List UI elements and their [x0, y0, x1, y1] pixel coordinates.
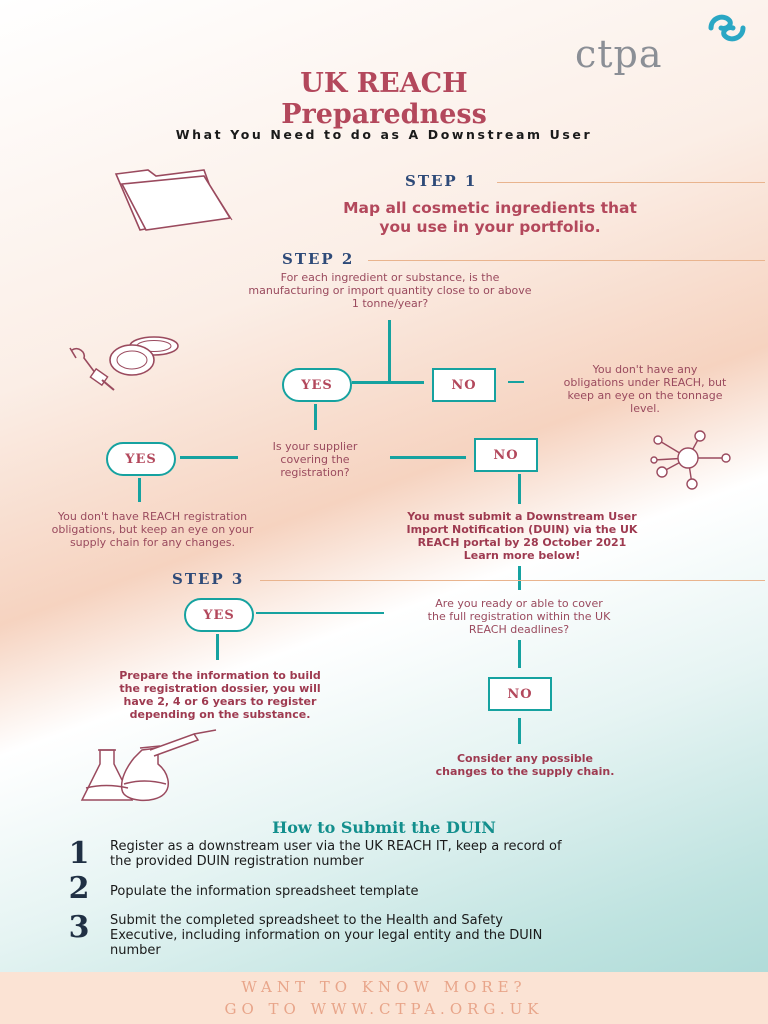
- step3-yes-connector: [256, 612, 384, 614]
- footer: WANT TO KNOW MORE? GO TO WWW.CTPA.ORG.UK: [0, 972, 768, 1024]
- supplier-yes-result-line-3: supply chain for any changes.: [69, 536, 236, 549]
- ctpa-logo-swirl: [708, 14, 746, 42]
- step3-question-line-1: Are you ready or able to cover: [435, 597, 603, 610]
- step3-yes-down: [216, 634, 219, 660]
- step2-yes-node: YES: [282, 368, 352, 402]
- step1-text-line-1: Map all cosmetic ingredients that: [343, 199, 637, 217]
- molecule-icon: [650, 430, 731, 490]
- duin-step-1-text: Register as a downstream user via the UK…: [110, 839, 760, 869]
- supplier-yes-result-line-2: obligations, but keep an eye on your: [51, 523, 254, 536]
- duin-step-2-number: 2: [68, 871, 90, 906]
- footer-link[interactable]: GO TO WWW.CTPA.ORG.UK: [224, 1000, 544, 1018]
- step2-no-result: You don't have any obligations under REA…: [530, 363, 760, 415]
- step3-no-result-line-1: Consider any possible: [456, 752, 594, 765]
- duin-step-3-line-1: Submit the completed spreadsheet to the …: [110, 913, 504, 928]
- step3-yes-result-line-4: depending on the substance.: [129, 708, 311, 721]
- supplier-yes-result-line-1: You don't have REACH registration: [57, 510, 248, 523]
- folder-icon: [114, 169, 233, 231]
- supplier-no-result-line-1: You must submit a Downstream User: [407, 510, 637, 523]
- step2-question-line-2: manufacturing or import quantity close t…: [248, 284, 532, 297]
- duin-step-3-line-2: Executive, including information on your…: [110, 928, 543, 943]
- supplier-yes-down: [138, 478, 141, 502]
- step3-no-node: NO: [488, 677, 552, 711]
- step2-connector-down: [388, 320, 391, 382]
- step3-question: Are you ready or able to cover the full …: [384, 597, 654, 636]
- supplier-question-line-3: registration?: [280, 466, 350, 479]
- page-title: UK REACH Preparedness: [0, 68, 768, 130]
- supplier-no-result-line-3: REACH portal by 28 October 2021: [417, 536, 627, 549]
- step2-question-line-1: For each ingredient or substance, is the: [280, 271, 500, 284]
- step2-no-node: NO: [432, 368, 496, 402]
- duin-step-3-number: 3: [68, 910, 90, 945]
- compact-powder-icon: [109, 336, 179, 376]
- step2-question-line-3: 1 tonne/year?: [351, 297, 429, 310]
- step1-text-line-2: you use in your portfolio.: [379, 218, 601, 236]
- page-subtitle: What You Need to do as A Downstream User: [175, 127, 593, 142]
- supplier-question-line-1: Is your supplier: [272, 440, 358, 453]
- step2-label: STEP 2: [282, 250, 355, 268]
- supplier-no-result: You must submit a Downstream User Import…: [362, 510, 682, 562]
- title-line-1: UK REACH: [300, 68, 468, 99]
- footer-line-1: WANT TO KNOW MORE?: [241, 978, 527, 996]
- duin-step-2-text: Populate the information spreadsheet tem…: [110, 884, 760, 899]
- step3-no-result-line-2: changes to the supply chain.: [435, 765, 615, 778]
- step3-no-down: [518, 718, 521, 744]
- step2-no-result-line-2: obligations under REACH, but: [563, 376, 727, 389]
- supplier-no-connector: [390, 456, 466, 459]
- supplier-no-result-line-2: Import Notification (DUIN) via the UK: [406, 523, 638, 536]
- step2-divider: [368, 260, 765, 261]
- step3-yes-result-line-1: Prepare the information to build: [119, 669, 321, 682]
- supplier-no-down: [518, 474, 521, 504]
- step2-question: For each ingredient or substance, is the…: [180, 271, 600, 310]
- step3-connector-top: [518, 566, 521, 590]
- duin-step-1-number: 1: [68, 836, 90, 871]
- step3-yes-result: Prepare the information to build the reg…: [70, 669, 370, 721]
- duin-step-1-line-1: Register as a downstream user via the UK…: [110, 839, 562, 854]
- step3-question-line-3: REACH deadlines?: [468, 623, 570, 636]
- step1-divider: [497, 182, 765, 183]
- step3-no-result: Consider any possible changes to the sup…: [400, 752, 650, 778]
- step3-yes-result-line-2: the registration dossier, you will: [119, 682, 321, 695]
- title-line-2: Preparedness: [281, 99, 487, 130]
- step2-no-result-line-4: level.: [630, 402, 660, 415]
- ctpa-logo-text: ctpa: [575, 32, 663, 76]
- step3-question-line-2: the full registration within the UK: [427, 610, 611, 623]
- step3-divider: [260, 580, 765, 581]
- makeup-brush-icon: [69, 347, 115, 391]
- step1-text: Map all cosmetic ingredients that you us…: [270, 199, 710, 237]
- step2-no-result-line-3: keep an eye on the tonnage: [567, 389, 723, 402]
- supplier-question-line-2: covering the: [280, 453, 350, 466]
- supplier-yes-node: YES: [106, 442, 176, 476]
- step3-label: STEP 3: [172, 570, 245, 588]
- lab-flasks-icon: [80, 729, 217, 802]
- duin-step-2-line-1: Populate the information spreadsheet tem…: [110, 884, 419, 899]
- step3-no-connector: [518, 640, 521, 668]
- duin-step-3-text: Submit the completed spreadsheet to the …: [110, 913, 760, 958]
- step3-yes-result-line-3: have 2, 4 or 6 years to register: [123, 695, 317, 708]
- supplier-yes-result: You don't have REACH registration obliga…: [10, 510, 295, 549]
- step1-label: STEP 1: [405, 172, 478, 190]
- step2-yes-down: [314, 404, 317, 430]
- supplier-yes-connector: [180, 456, 238, 459]
- ctpa-logo: ctpa: [575, 12, 750, 76]
- supplier-no-node: NO: [474, 438, 538, 472]
- step2-no-result-line-1: You don't have any: [592, 363, 698, 376]
- supplier-no-result-line-4: Learn more below!: [463, 549, 581, 562]
- duin-step-1-line-2: the provided DUIN registration number: [110, 854, 364, 869]
- supplier-question: Is your supplier covering the registrati…: [240, 440, 390, 479]
- duin-step-3-line-3: number: [110, 943, 161, 958]
- step2-no-connector: [508, 381, 524, 383]
- step3-yes-node: YES: [184, 598, 254, 632]
- step2-connector-yes: [352, 381, 424, 384]
- duin-section-title: How to Submit the DUIN: [272, 818, 496, 837]
